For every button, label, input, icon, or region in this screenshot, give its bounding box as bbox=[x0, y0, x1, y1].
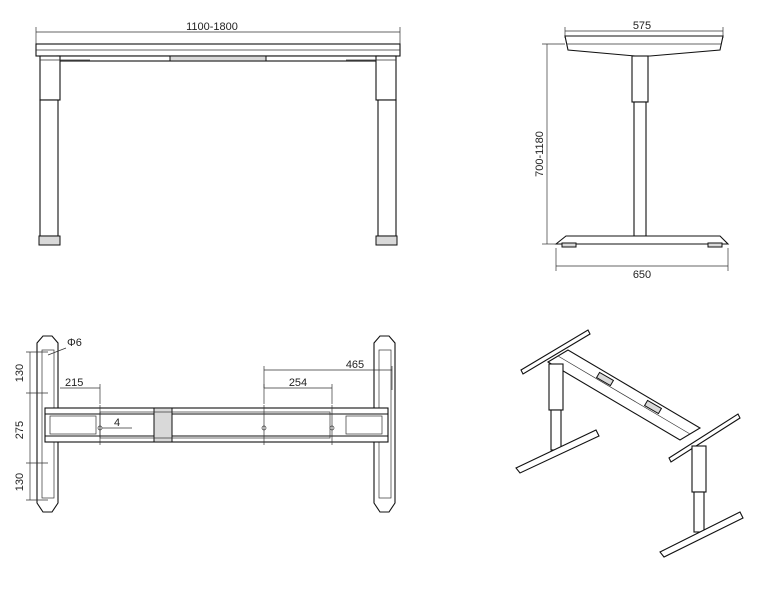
diameter-label: Φ6 bbox=[67, 337, 82, 349]
side-top-width-label: 575 bbox=[633, 20, 651, 32]
top-view: 130 275 130 Φ6 215 4 254 465 bbox=[14, 335, 396, 513]
side-view: 575 700-1180 650 bbox=[534, 20, 730, 281]
side-base-width-label: 650 bbox=[633, 269, 651, 281]
spacing-label-bottom: 130 bbox=[14, 473, 26, 491]
spacing-label-middle: 275 bbox=[14, 421, 26, 439]
isometric-view bbox=[515, 329, 744, 558]
dim-4-label: 4 bbox=[114, 417, 120, 429]
dim-254-label: 254 bbox=[289, 377, 307, 389]
side-height-label: 700-1180 bbox=[534, 131, 546, 177]
dim-465-label: 465 bbox=[346, 359, 364, 371]
front-width-label: 1100-1800 bbox=[186, 21, 238, 33]
front-view: 1100-1800 bbox=[35, 21, 401, 246]
dim-215-label: 215 bbox=[65, 377, 83, 389]
spacing-label-top: 130 bbox=[14, 364, 26, 382]
